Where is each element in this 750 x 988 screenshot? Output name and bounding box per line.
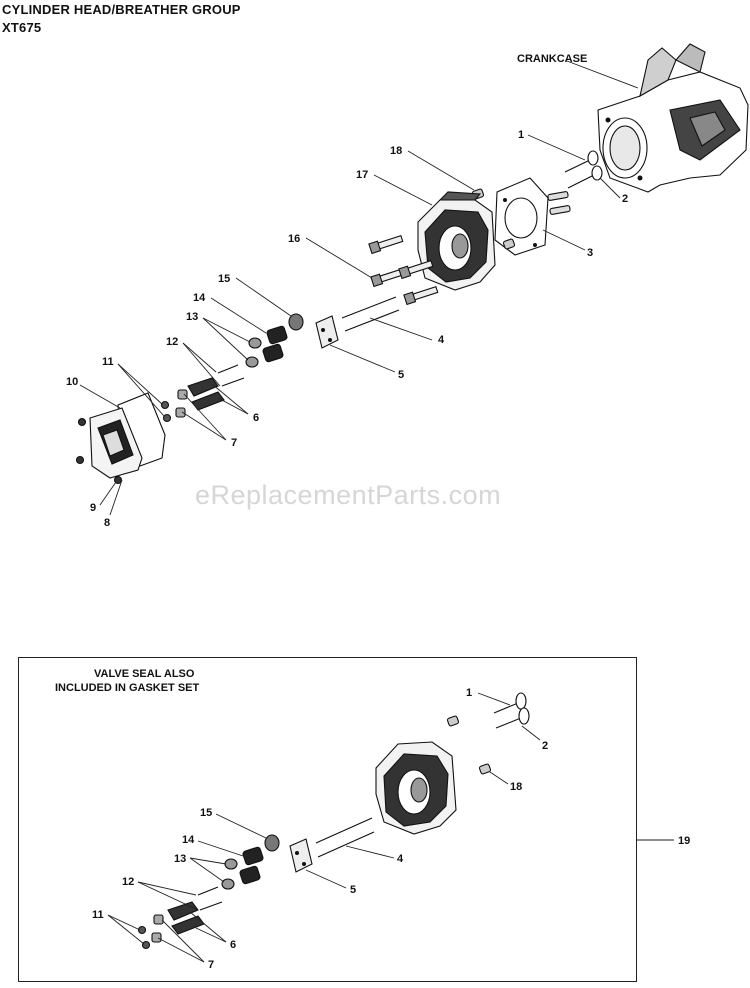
valve-cover-part[interactable] [89,407,143,479]
callout-8: 8 [104,517,110,529]
inset-valve-stem-seal-part[interactable] [264,834,280,852]
callout-14: 14 [193,292,206,304]
valve-springs-part[interactable] [262,325,288,363]
callout-6: 6 [253,412,259,424]
inset-push-rods-part[interactable] [315,817,375,858]
crankcase-part[interactable] [597,43,749,193]
inset-dowel-pins-part[interactable] [446,715,492,775]
exhaust-studs-part[interactable] [547,191,571,215]
watermark: eReplacementParts.com [195,480,502,510]
model-number: XT675 [2,20,42,35]
callout-16: 16 [288,233,300,245]
intake-valve-part[interactable] [564,150,599,173]
callout-9: 9 [90,502,96,514]
inset-rocker-arm-studs-part[interactable] [197,886,223,911]
callout-18: 18 [390,145,402,157]
inset-intake-valve-part[interactable] [493,692,527,714]
head-gasket-part[interactable] [494,177,549,256]
rocker-arm-studs-part[interactable] [217,364,245,387]
inset-callout-11: 11 [92,909,104,921]
callout-10: 10 [66,376,78,388]
inset-note-line2: INCLUDED IN GASKET SET [55,682,200,694]
callout-11: 11 [102,356,114,368]
inset-callout-5: 5 [350,884,356,896]
callout-7: 7 [231,437,237,449]
inset-callout-4: 4 [397,853,404,865]
push-rod-guide-part[interactable] [315,315,339,349]
rocker-arms-part[interactable] [187,377,225,411]
top-callouts: CRANKCASE 1 2 3 4 5 6 7 8 9 10 11 12 13 [66,53,639,529]
callout-13: 13 [186,311,198,323]
push-rods-part[interactable] [341,296,400,332]
valve-cover-screws-part[interactable] [75,417,123,485]
inset-callout-14: 14 [182,834,195,846]
callout-1: 1 [518,129,524,141]
inset-callouts: 1 2 18 15 14 13 12 4 5 11 6 7 19 [92,687,690,971]
inset-callout-15: 15 [200,807,212,819]
inset-callout-13: 13 [174,853,186,865]
rocker-arm-pivots-part[interactable] [175,389,188,418]
callout-15: 15 [218,273,230,285]
callout-4: 4 [438,334,445,346]
callout-5: 5 [398,369,404,381]
inset-rocker-arm-pivots-part[interactable] [151,914,164,943]
inset-kit-callout-19: 19 [678,835,690,847]
inset-cylinder-head-part[interactable] [375,741,457,835]
diagram-title: CYLINDER HEAD/BREATHER GROUP [2,2,241,17]
inset-push-rod-guide-part[interactable] [289,838,313,873]
inset-callout-6: 6 [230,939,236,951]
adjustment-nuts-part[interactable] [160,400,172,423]
spring-retainers-part[interactable] [245,337,262,368]
callout-2: 2 [622,193,628,205]
cylinder-head-part[interactable] [417,191,496,291]
inset-callout-18: 18 [510,781,522,793]
inset-adjustment-nuts-part[interactable] [137,925,151,950]
inset-note-line1: VALVE SEAL ALSO [94,668,195,680]
crankcase-label: CRANKCASE [517,53,587,65]
exhaust-valve-part[interactable] [567,165,603,189]
head-bolts-part[interactable] [368,234,439,306]
callout-3: 3 [587,247,593,259]
inset-callout-12: 12 [122,876,134,888]
inset-valve-springs-part[interactable] [239,846,264,885]
inset-callout-7: 7 [208,959,214,971]
callout-12: 12 [166,336,178,348]
inset-callout-2: 2 [542,740,548,752]
inset-exhaust-valve-part[interactable] [495,707,530,729]
valve-stem-seal-part[interactable] [288,313,304,331]
inset-callout-1: 1 [466,687,472,699]
callout-17: 17 [356,169,368,181]
gasket-kit-inset-box [18,657,637,982]
